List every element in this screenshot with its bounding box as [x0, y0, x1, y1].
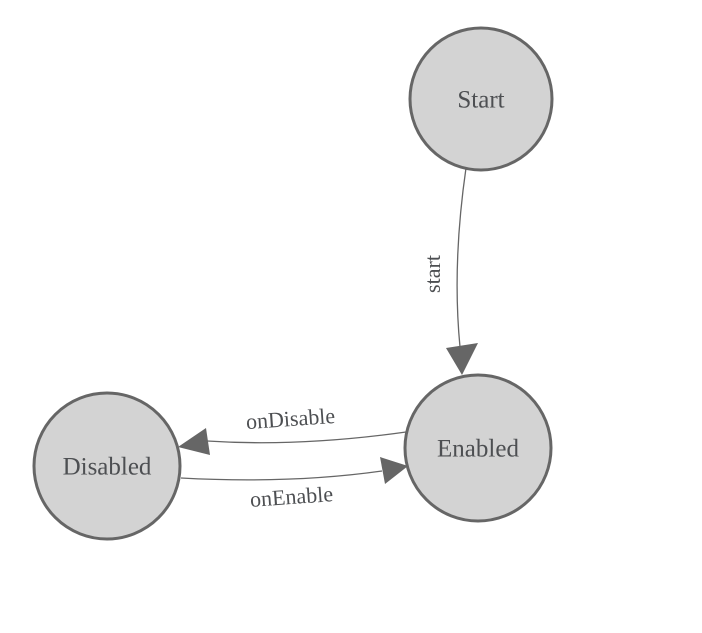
edge-disabled-to-enabled: onEnable	[180, 457, 408, 512]
edge-start-to-enabled: start	[420, 167, 478, 375]
edge-label-ondisable: onDisable	[245, 403, 336, 434]
arrowhead-icon	[446, 343, 478, 375]
state-circle[interactable]	[32, 391, 182, 541]
edge-line	[456, 167, 467, 348]
state-label: Disabled	[63, 453, 152, 480]
state-node-start[interactable]: Start	[408, 26, 554, 172]
arrowhead-icon	[178, 428, 210, 455]
edge-enabled-to-disabled: onDisable	[178, 403, 407, 455]
edge-line	[206, 431, 407, 444]
edge-line	[180, 470, 383, 481]
state-label: Enabled	[437, 435, 519, 462]
edge-label-start: start	[420, 255, 445, 293]
state-circle[interactable]	[403, 373, 553, 523]
state-circle[interactable]	[408, 26, 554, 172]
state-node-enabled[interactable]: Enabled	[403, 373, 553, 523]
state-node-disabled[interactable]: Disabled	[32, 391, 182, 541]
state-label: Start	[457, 86, 504, 113]
arrowhead-icon	[380, 457, 408, 484]
edge-label-onenable: onEnable	[249, 481, 334, 512]
